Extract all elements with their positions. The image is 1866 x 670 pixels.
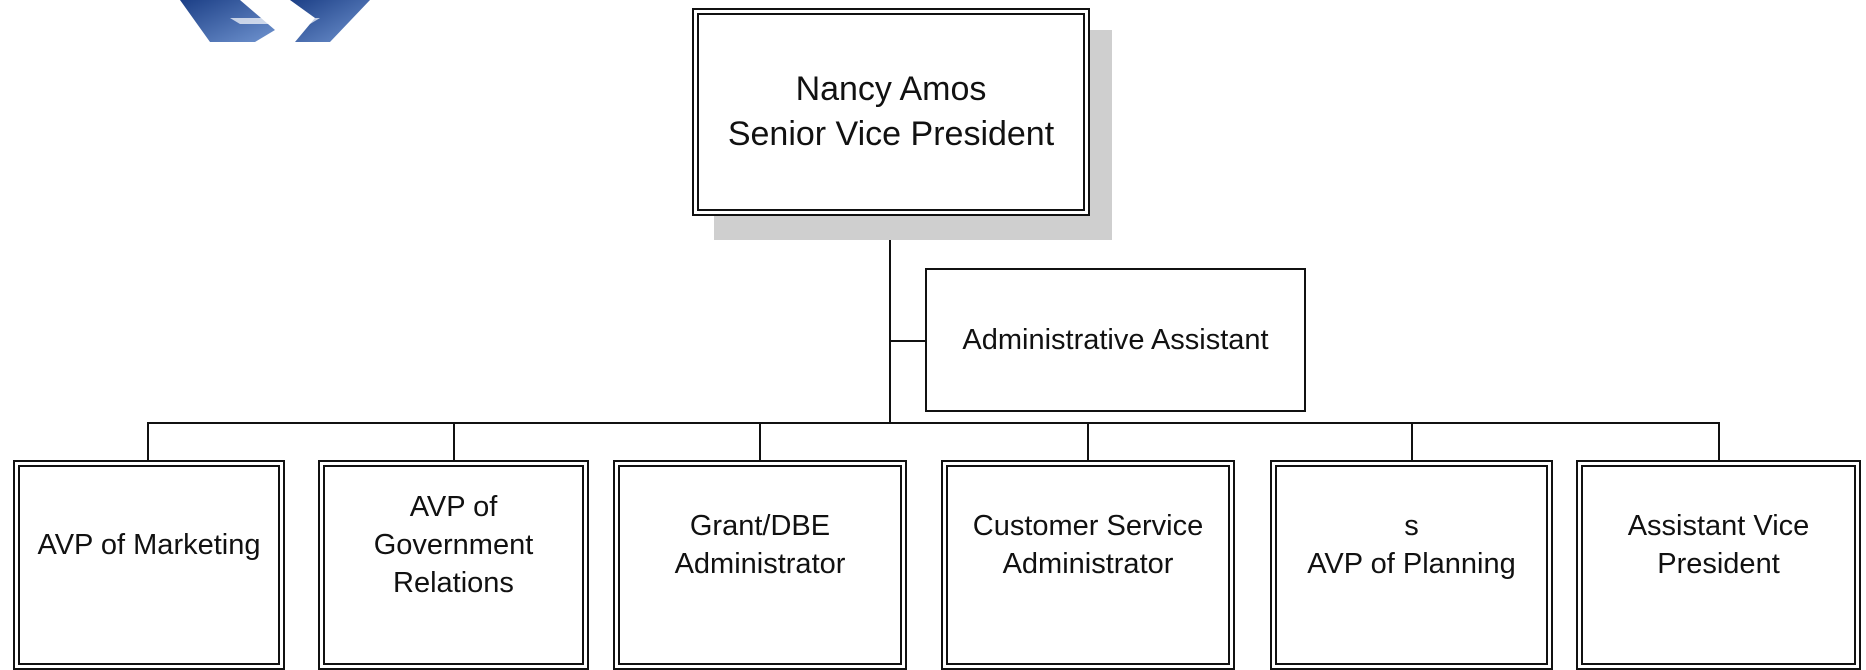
- senior-vp-box: Nancy Amos Senior Vice President: [692, 8, 1090, 216]
- assistant-branch-line: [889, 340, 925, 342]
- executive-name: Nancy Amos: [795, 70, 987, 108]
- drop-line-grant: [759, 422, 761, 460]
- report-box-marketing: AVP of Marketing: [13, 460, 285, 670]
- report-label: AVP of Marketing: [37, 529, 261, 561]
- drop-line-avp: [1718, 422, 1720, 460]
- horizontal-bus-line: [147, 422, 1720, 424]
- report-box-avp: Assistant Vice President: [1576, 460, 1861, 670]
- vertical-trunk-line: [889, 216, 891, 424]
- drop-line-planning: [1411, 422, 1413, 460]
- report-label: Customer Service Administrator: [972, 510, 1204, 580]
- report-label: s AVP of Planning: [1307, 510, 1516, 580]
- assistant-label: Administrative Assistant: [962, 324, 1269, 356]
- transit-logo-icon: [180, 0, 370, 42]
- report-box-planning: s AVP of Planning: [1270, 460, 1553, 670]
- administrative-assistant-box: Administrative Assistant: [925, 268, 1306, 412]
- report-box-customer: Customer Service Administrator: [941, 460, 1235, 670]
- drop-line-marketing: [147, 422, 149, 460]
- report-label: Assistant Vice President: [1627, 510, 1810, 580]
- report-label: AVP of Government Relations: [373, 491, 534, 599]
- executive-title: Senior Vice President: [727, 115, 1055, 153]
- report-box-grant: Grant/DBE Administrator: [613, 460, 907, 670]
- report-label: Grant/DBE Administrator: [674, 510, 846, 580]
- report-box-gov: AVP of Government Relations: [318, 460, 589, 670]
- drop-line-customer: [1087, 422, 1089, 460]
- drop-line-gov: [453, 422, 455, 460]
